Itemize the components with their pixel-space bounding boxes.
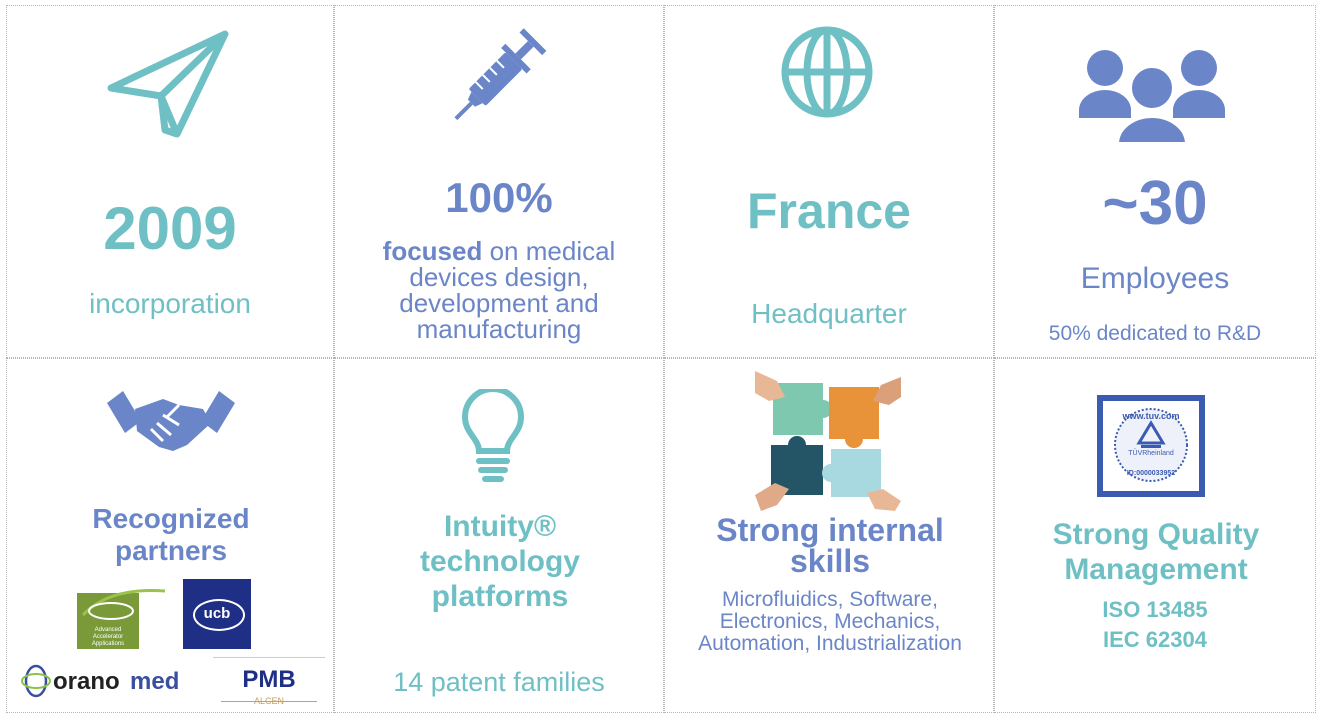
founded-year: 2009 bbox=[103, 195, 237, 262]
skills-sub: Microfluidics, Software, Electronics, Me… bbox=[698, 588, 962, 655]
quality-title: Strong Quality Management bbox=[1052, 518, 1260, 586]
focus-description: focused on medical devices design, devel… bbox=[353, 238, 645, 342]
oranomed-logo-text-a: orano bbox=[53, 668, 120, 695]
aaa-logo-text: Advanced Accelerator Applications bbox=[91, 627, 125, 647]
partners-title: Recognized partners bbox=[92, 503, 250, 566]
oranomed-logo: orano med bbox=[19, 663, 209, 703]
founded-label: incorporation bbox=[89, 288, 251, 319]
puzzle-hands-icon bbox=[755, 371, 901, 511]
tuv-seal-top: www.tuv.com bbox=[1122, 411, 1180, 421]
pmb-alcen-logo: PMB ALCEN bbox=[213, 657, 325, 712]
skills-cell: Strong internal skills Microfluidics, So… bbox=[664, 358, 994, 713]
quality-iso: ISO 13485 bbox=[1102, 597, 1208, 622]
pmb-logo-text: PMB bbox=[242, 666, 296, 693]
focus-cell: 100% focused on medical devices design, … bbox=[334, 5, 664, 358]
team-label: Employees bbox=[1080, 262, 1230, 295]
technology-cell: Intuity® technology platforms 14 patent … bbox=[334, 358, 664, 713]
tuv-seal-bottom: ID:0000033952 bbox=[1126, 470, 1176, 477]
ucb-logo-text: ucb bbox=[203, 605, 231, 622]
focus-label-rest: on medical devices design, development a… bbox=[399, 236, 616, 344]
partners-cell: Recognized partners Advanced Accelerator… bbox=[6, 358, 334, 713]
technology-title: Intuity® technology platforms bbox=[419, 510, 580, 613]
quality-iec: IEC 62304 bbox=[1103, 627, 1207, 652]
globe-icon bbox=[779, 24, 875, 120]
team-value: ~30 bbox=[1102, 169, 1208, 238]
oranomed-logo-text-b: med bbox=[130, 668, 180, 695]
location-label: Headquarter bbox=[751, 298, 907, 329]
lightbulb-icon bbox=[461, 389, 525, 485]
focus-label-bold: focused bbox=[382, 236, 483, 266]
ucb-logo: ucb bbox=[183, 579, 251, 649]
tuv-certificate-icon: www.tuv.com TÜVRheinland ID:0000033952 bbox=[1097, 395, 1205, 497]
technology-sub: 14 patent families bbox=[393, 667, 605, 697]
team-cell: ~30 Employees 50% dedicated to R&D bbox=[994, 5, 1316, 358]
tuv-seal-mid: TÜVRheinland bbox=[1128, 450, 1174, 457]
people-icon bbox=[1079, 46, 1225, 146]
alcen-logo-text: ALCEN bbox=[253, 696, 284, 706]
quality-cell: www.tuv.com TÜVRheinland ID:0000033952 S… bbox=[994, 358, 1316, 713]
founded-cell: 2009 incorporation bbox=[6, 5, 334, 358]
team-sub: 50% dedicated to R&D bbox=[1048, 322, 1262, 345]
focus-value: 100% bbox=[445, 174, 553, 221]
skills-title: Strong internal skills bbox=[716, 512, 944, 579]
aaa-logo: Advanced Accelerator Applications bbox=[75, 581, 167, 649]
paper-plane-icon bbox=[105, 30, 233, 140]
handshake-icon bbox=[107, 391, 235, 453]
location-cell: France Headquarter bbox=[664, 5, 994, 358]
syringe-icon bbox=[439, 22, 559, 132]
location-value: France bbox=[747, 183, 911, 239]
